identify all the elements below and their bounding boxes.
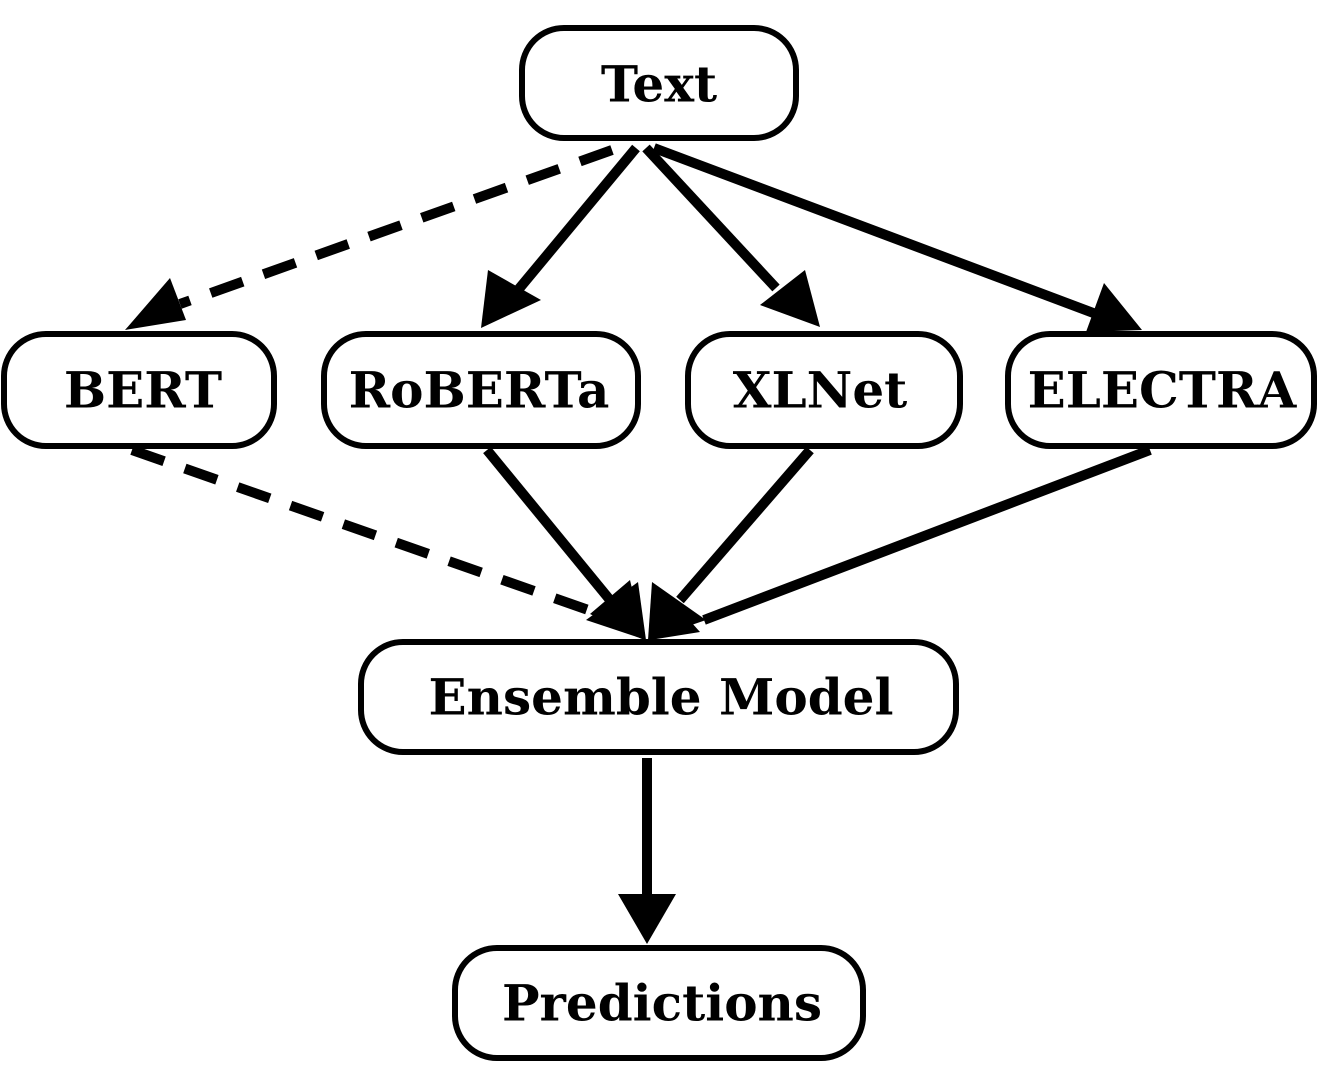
node-predictions: Predictions xyxy=(452,945,866,1061)
edge-electra-to-ensemble xyxy=(650,445,1152,640)
edge-roberta-to-ensemble xyxy=(483,446,646,640)
edge-text-to-roberta xyxy=(481,144,640,328)
arrowhead xyxy=(586,582,646,640)
edge-text-to-xlnet xyxy=(642,144,820,327)
edge-text-to-electra xyxy=(652,143,1142,332)
node-label: Predictions xyxy=(502,974,822,1033)
arrowhead xyxy=(125,278,186,330)
node-label: RoBERTa xyxy=(349,361,610,420)
node-roberta: RoBERTa xyxy=(321,331,641,449)
arrowhead xyxy=(618,894,676,944)
node-label: Text xyxy=(601,55,717,114)
edge-ensemble-to-predictions xyxy=(618,758,676,944)
arrowhead xyxy=(760,270,820,327)
node-label: ELECTRA xyxy=(1028,361,1298,420)
node-bert: BERT xyxy=(1,331,277,449)
node-label: BERT xyxy=(64,361,222,420)
arrowhead xyxy=(650,594,700,640)
node-electra: ELECTRA xyxy=(1005,331,1317,449)
edges-layer xyxy=(125,143,1152,944)
edge-text-to-bert xyxy=(125,145,614,330)
node-label: Ensemble Model xyxy=(429,668,894,727)
arrowhead xyxy=(1086,283,1142,332)
node-xlnet: XLNet xyxy=(685,331,963,449)
node-text: Text xyxy=(519,25,799,141)
arrowhead xyxy=(481,270,541,328)
node-ensemble-model: Ensemble Model xyxy=(358,639,959,755)
node-label: XLNet xyxy=(733,361,908,420)
nodes-layer: Text BERT RoBERTa XLNet ELECTRA Ensemble… xyxy=(1,25,1317,1061)
